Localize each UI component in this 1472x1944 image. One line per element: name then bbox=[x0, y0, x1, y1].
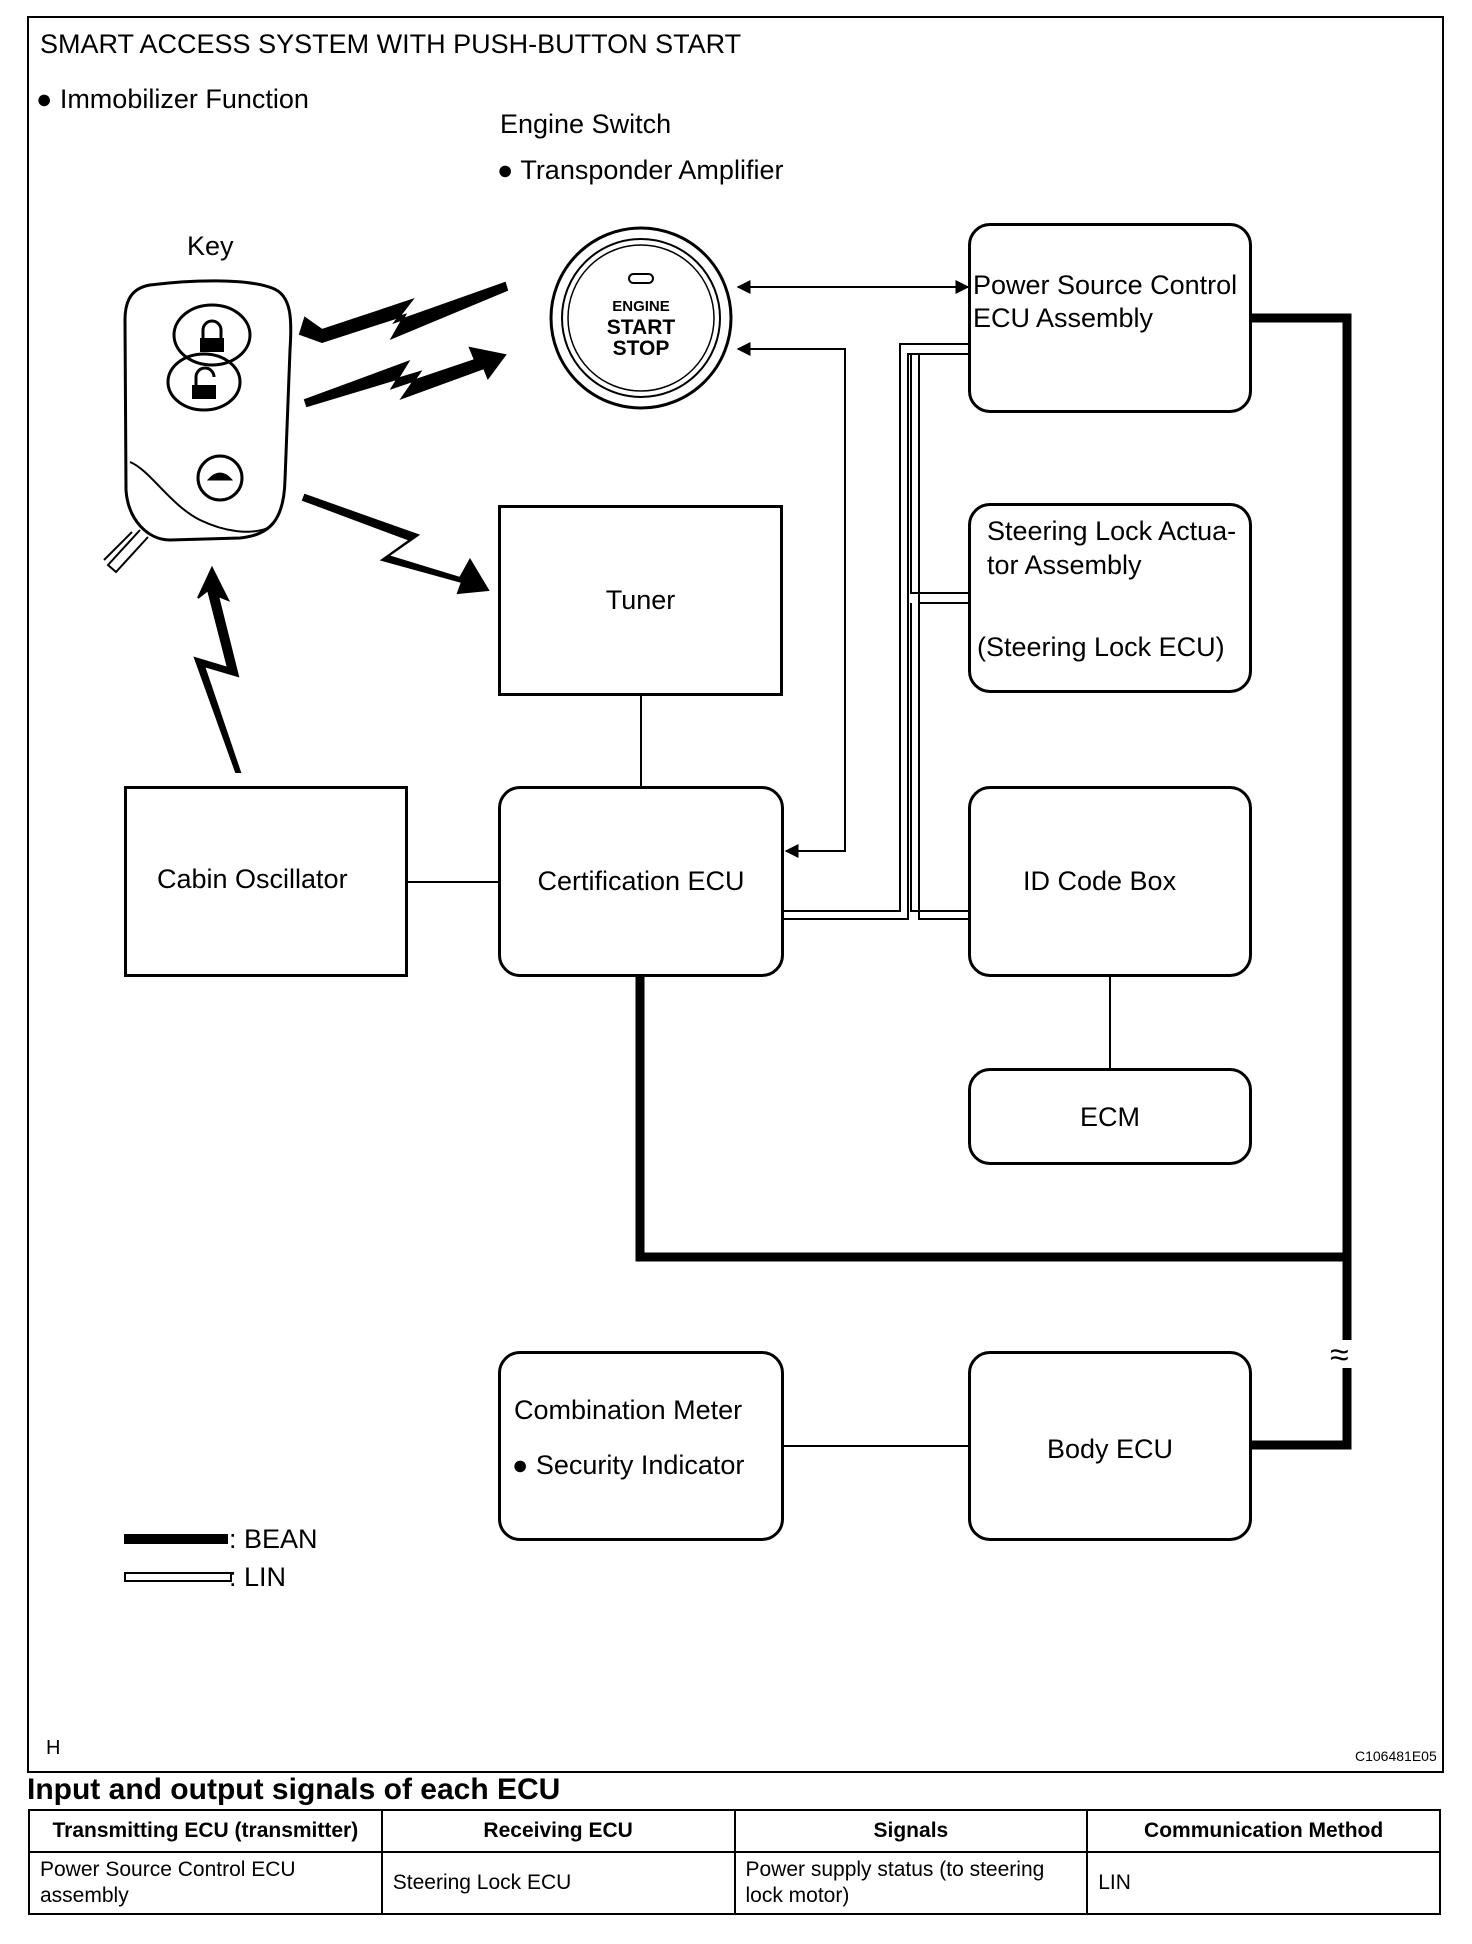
lightning-to-switch-icon bbox=[303, 346, 507, 408]
arrow-lines bbox=[736, 280, 970, 858]
certification-ecu-box: Certification ECU bbox=[498, 786, 784, 977]
diagram-frame bbox=[27, 16, 1444, 1773]
table-row: Power Source Control ECU assembly Steeri… bbox=[28, 1851, 1441, 1915]
signals-table: Transmitting ECU (transmitter) Receiving… bbox=[28, 1809, 1441, 1915]
cell-receiving-ecu: Steering Lock ECU bbox=[380, 1851, 736, 1915]
combination-meter-label: Combination Meter bbox=[514, 1395, 743, 1425]
diagram-id-code: C106481E05 bbox=[1355, 1748, 1437, 1764]
security-indicator-text: Security Indicator bbox=[535, 1450, 745, 1480]
steering-lock-line3: (Steering Lock ECU) bbox=[977, 632, 1225, 662]
legend-bean-swatch bbox=[124, 1534, 228, 1544]
combination-meter-box: Combination Meter ● Security Indicator bbox=[498, 1351, 784, 1541]
bean-bus-lines bbox=[635, 313, 1352, 1450]
section-title: Input and output signals of each ECU bbox=[27, 1773, 561, 1806]
function-bullet: ● Immobilizer Function bbox=[36, 84, 309, 114]
tuner-label: Tuner bbox=[605, 585, 676, 615]
lightning-to-tuner-icon bbox=[301, 493, 490, 595]
lightning-from-oscillator-icon bbox=[193, 565, 242, 773]
steering-lock-line1: Steering Lock Actua- bbox=[987, 516, 1237, 546]
tuner-box: Tuner bbox=[498, 505, 783, 696]
cell-signals: Power supply status (to steering lock mo… bbox=[733, 1851, 1089, 1915]
cell-transmitting-ecu: Power Source Control ECU assembly bbox=[28, 1851, 383, 1915]
engine-switch-button-icon bbox=[549, 226, 733, 410]
security-indicator-bullet: ● Security Indicator bbox=[512, 1450, 745, 1480]
engine-button-start: START bbox=[606, 316, 676, 339]
table-header-row: Transmitting ECU (transmitter) Receiving… bbox=[28, 1809, 1441, 1853]
header-signals: Signals bbox=[733, 1809, 1089, 1853]
legend-lin-swatch bbox=[124, 1572, 232, 1582]
certification-ecu-label: Certification ECU bbox=[537, 866, 745, 896]
engine-button-stop: STOP bbox=[612, 337, 670, 360]
cabin-oscillator-label: Cabin Oscillator bbox=[157, 864, 348, 894]
cabin-oscillator-box: Cabin Oscillator bbox=[124, 786, 408, 977]
ecm-box: ECM bbox=[968, 1068, 1252, 1165]
ecm-label: ECM bbox=[1080, 1102, 1140, 1132]
power-source-line1: Power Source Control bbox=[973, 270, 1238, 300]
engine-button-text: ENGINE START STOP bbox=[561, 296, 721, 359]
header-communication-method: Communication Method bbox=[1086, 1809, 1441, 1853]
diagram-title: SMART ACCESS SYSTEM WITH PUSH-BUTTON STA… bbox=[40, 29, 742, 59]
function-bullet-text: Immobilizer Function bbox=[59, 84, 309, 114]
steering-lock-actuator-box: Steering Lock Actua- tor Assembly (Steer… bbox=[968, 503, 1252, 693]
engine-button-engine: ENGINE bbox=[612, 298, 670, 315]
legend-bean-label: : BEAN bbox=[229, 1524, 318, 1554]
key-fob-icon bbox=[103, 279, 293, 574]
cell-communication-method: LIN bbox=[1086, 1851, 1441, 1915]
wireless-signal-icons bbox=[193, 281, 509, 773]
steering-lock-line2: tor Assembly bbox=[987, 550, 1142, 580]
body-ecu-box: Body ECU bbox=[968, 1351, 1252, 1541]
header-transmitting-ecu: Transmitting ECU (transmitter) bbox=[28, 1809, 383, 1853]
id-code-box-label: ID Code Box bbox=[1023, 866, 1177, 896]
power-source-line2: ECU Assembly bbox=[973, 303, 1154, 333]
body-ecu-label: Body ECU bbox=[1046, 1434, 1174, 1464]
id-code-box: ID Code Box bbox=[968, 786, 1252, 977]
engine-switch-label: Engine Switch bbox=[500, 109, 672, 139]
lin-bus-lines bbox=[782, 343, 970, 920]
bus-break-symbol: ≈ bbox=[1330, 1336, 1349, 1374]
power-source-control-ecu-box: Power Source Control ECU Assembly bbox=[968, 223, 1252, 413]
transponder-bullet-text: Transponder Amplifier bbox=[520, 155, 784, 185]
key-label: Key bbox=[187, 231, 234, 261]
diagram-footer-left: H bbox=[46, 1737, 61, 1759]
signal-lines bbox=[406, 696, 1111, 1447]
legend-lin-label: : LIN bbox=[229, 1562, 287, 1592]
transponder-bullet: ● Transponder Amplifier bbox=[497, 155, 784, 185]
header-receiving-ecu: Receiving ECU bbox=[380, 1809, 736, 1853]
lightning-to-key-icon bbox=[298, 281, 509, 344]
